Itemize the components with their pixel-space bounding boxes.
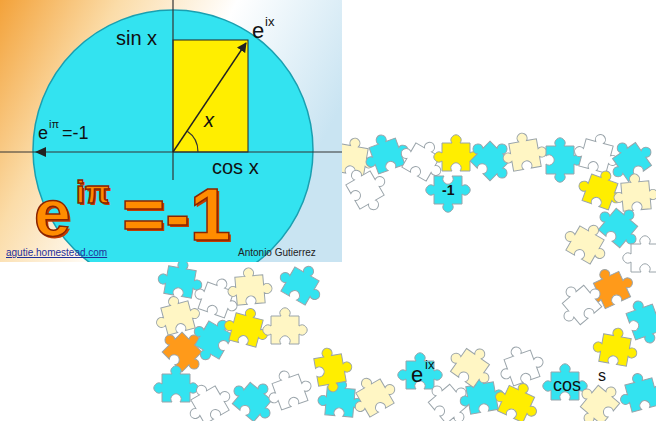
minus-one-value: =-1	[62, 124, 89, 142]
puzzle-piece	[426, 176, 470, 212]
radius-arrow	[173, 43, 246, 152]
website-url: agutie.homestead.com	[6, 248, 107, 258]
identity-base: e	[34, 180, 71, 246]
angle-arc	[187, 131, 198, 152]
puzzle-piece	[434, 135, 478, 171]
euler-point-exponent: ix	[265, 15, 274, 28]
puzzle-piece	[262, 364, 316, 413]
puzzle-piece	[546, 138, 582, 182]
puzzle-piece	[444, 337, 501, 392]
puzzle-piece	[342, 160, 395, 216]
cosine-label: cos x	[212, 157, 259, 177]
puzzle-fragment: e	[411, 364, 423, 386]
puzzle-piece	[551, 274, 608, 330]
sine-cosine-rectangle	[173, 40, 248, 152]
puzzle-piece	[345, 368, 401, 421]
minus-one-exponent: iπ	[49, 119, 59, 130]
puzzle-piece	[591, 325, 641, 368]
minus-one-base: e	[38, 124, 48, 142]
puzzle-frame	[151, 128, 656, 421]
puzzle-piece	[575, 164, 629, 213]
puzzle-piece	[274, 256, 330, 309]
puzzle-piece	[615, 368, 656, 414]
puzzle-piece	[500, 130, 550, 173]
puzzle-piece	[154, 366, 198, 402]
puzzle-piece	[263, 308, 307, 344]
puzzle-piece	[559, 215, 615, 268]
puzzle-piece	[494, 340, 548, 389]
puzzle-piece	[312, 345, 355, 395]
minus-one-arrowhead	[35, 147, 46, 157]
puzzle-piece	[612, 172, 656, 212]
author-name: Antonio Gutierrez	[238, 248, 316, 258]
sine-label: sin x	[116, 28, 157, 48]
angle-label: x	[204, 110, 214, 130]
euler-point-base: e	[252, 20, 264, 42]
imaginary-axis	[172, 0, 173, 180]
puzzle-fragment: cos	[553, 376, 581, 394]
puzzle-piece	[623, 236, 656, 272]
identity-value: =-1	[122, 178, 231, 252]
puzzle-piece	[543, 364, 587, 400]
puzzle-fragment: -1	[442, 183, 454, 197]
real-axis	[0, 151, 342, 152]
puzzle-fragment: s	[598, 368, 606, 384]
puzzle-piece	[180, 375, 236, 421]
identity-exponent: iπ	[76, 176, 109, 208]
puzzle-piece	[226, 266, 273, 306]
puzzle-fragment: ix	[425, 358, 434, 371]
puzzle-piece	[398, 353, 442, 389]
